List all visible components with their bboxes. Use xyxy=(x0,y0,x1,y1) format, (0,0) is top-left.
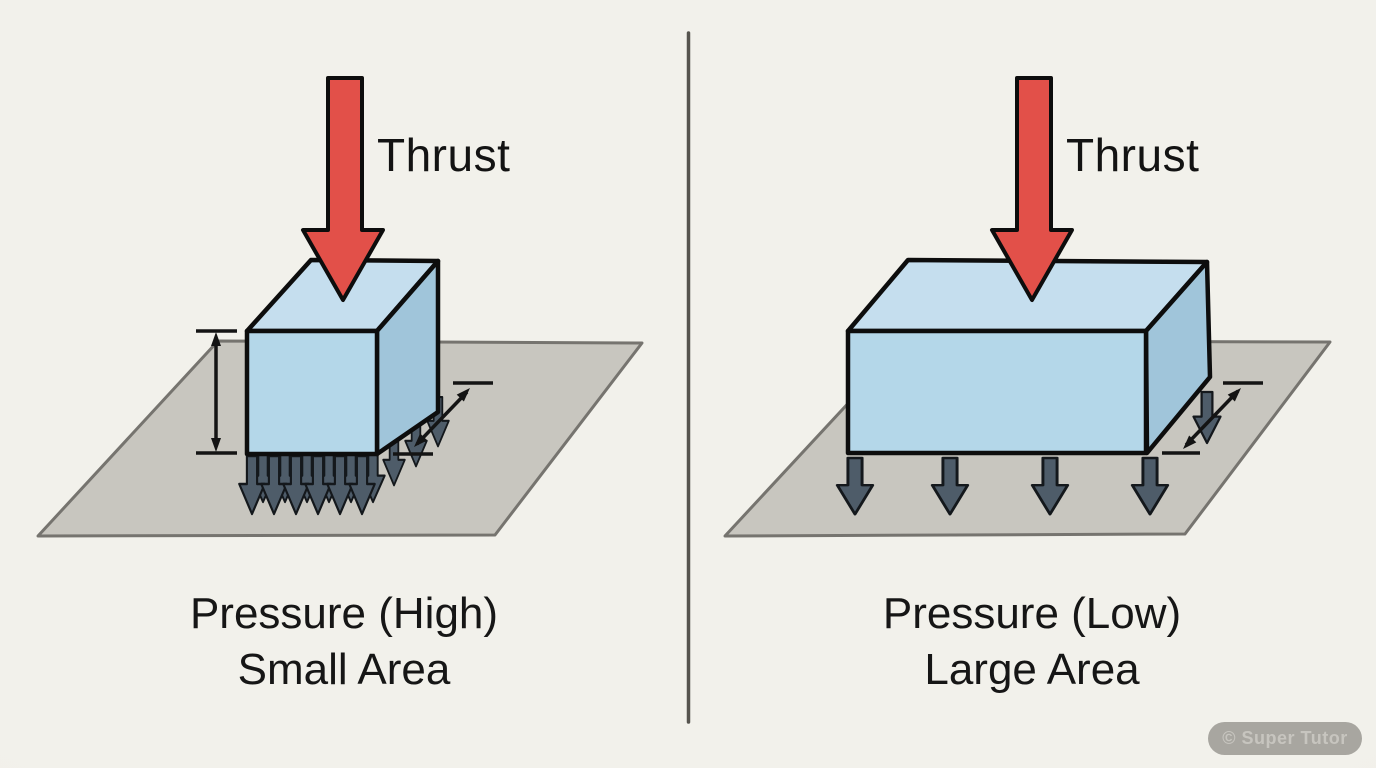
caption-line-large-area: Large Area xyxy=(924,645,1140,694)
depth-dimension-arrow xyxy=(1162,381,1263,455)
high-pressure-panel xyxy=(36,76,644,538)
low-pressure-panel xyxy=(723,76,1332,538)
caption-low-pressure: Pressure (Low) Large Area xyxy=(688,586,1376,698)
block-front-face xyxy=(244,328,380,457)
block-front-face xyxy=(845,328,1149,456)
block-large-area xyxy=(845,257,1213,456)
watermark-badge: © Super Tutor xyxy=(1208,722,1362,755)
thrust-label-left: Thrust xyxy=(377,129,511,181)
thrust-arrow xyxy=(990,76,1074,302)
thrust-arrow xyxy=(301,76,385,302)
caption-line-pressure-high: Pressure (High) xyxy=(189,589,499,638)
block-small-area xyxy=(244,257,441,457)
watermark-label: © Super Tutor xyxy=(1222,728,1348,748)
caption-line-pressure-low: Pressure (Low) xyxy=(882,589,1182,638)
depth-dimension-arrow xyxy=(393,381,493,456)
caption-high-pressure: Pressure (High) Small Area xyxy=(0,586,688,698)
height-dimension-arrow xyxy=(196,329,237,455)
thrust-label-right: Thrust xyxy=(1066,129,1200,181)
caption-line-small-area: Small Area xyxy=(237,645,451,694)
